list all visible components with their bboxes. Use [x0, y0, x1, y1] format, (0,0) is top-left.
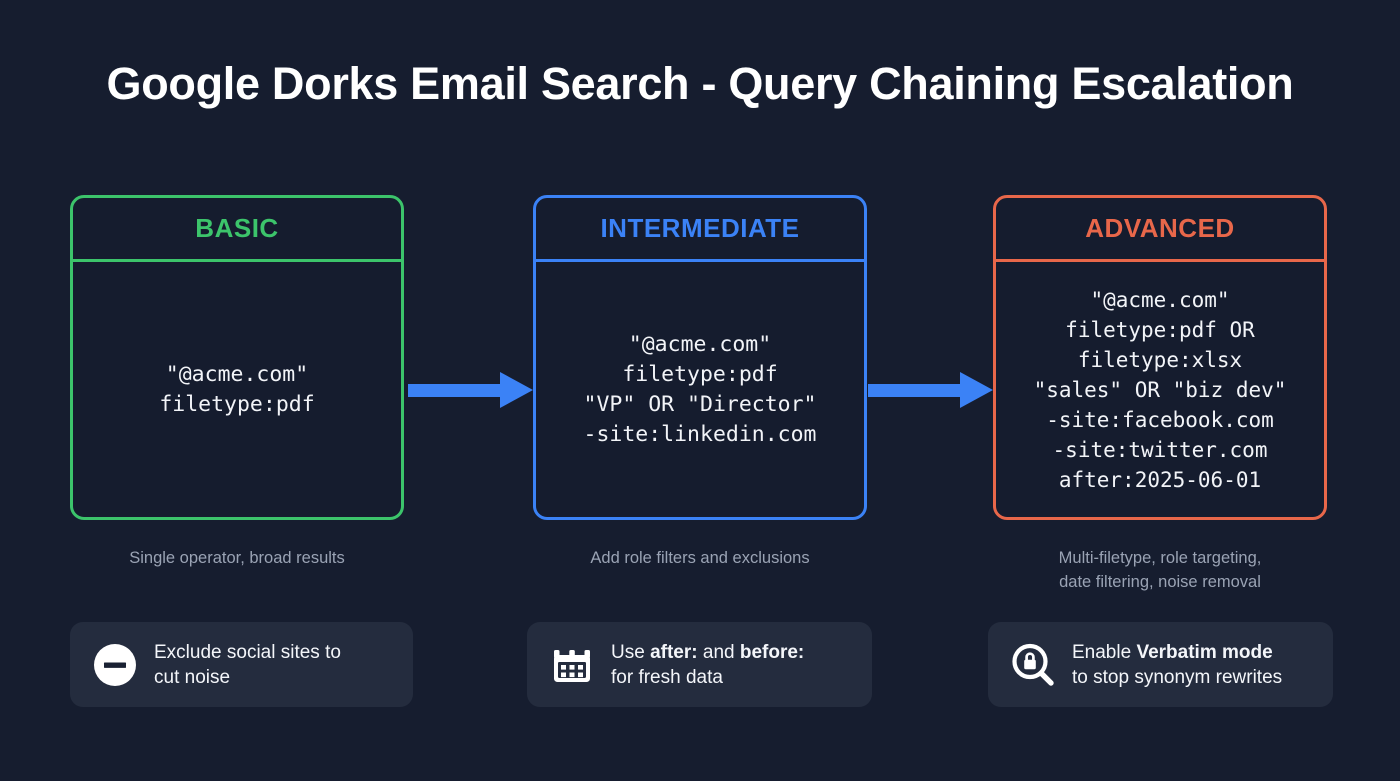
query-text-intermediate: "@acme.com" filetype:pdf "VP" OR "Direct… [583, 331, 817, 447]
stage-label-basic: BASIC [195, 213, 279, 243]
arrow-intermediate-to-advanced [868, 372, 993, 408]
stage-card-intermediate: INTERMEDIATE "@acme.com" filetype:pdf "V… [533, 195, 867, 520]
stage-card-advanced: ADVANCED "@acme.com" filetype:pdf OR fil… [993, 195, 1327, 520]
stage-header-advanced: ADVANCED [996, 198, 1324, 262]
arrow-head-icon [960, 372, 993, 408]
arrow-head-icon [500, 372, 533, 408]
caption-intermediate: Add role filters and exclusions [590, 549, 810, 567]
caption-advanced: Multi-filetype, role targeting, date fil… [1058, 549, 1262, 591]
stage-body-advanced: "@acme.com" filetype:pdf OR filetype:xls… [996, 262, 1324, 517]
tip-text-date-operators: Use after: and before:for fresh data [611, 641, 805, 688]
stage-body-intermediate: "@acme.com" filetype:pdf "VP" OR "Direct… [536, 262, 864, 517]
query-text-advanced: "@acme.com" filetype:pdf OR filetype:xls… [1033, 287, 1287, 492]
search-lock-icon [1010, 642, 1056, 688]
caption-basic: Single operator, broad results [129, 549, 345, 567]
stage-label-advanced: ADVANCED [1085, 213, 1235, 243]
minus-circle-icon [92, 642, 138, 688]
stage-body-basic: "@acme.com" filetype:pdf [73, 262, 401, 517]
stage-card-basic: BASIC "@acme.com" filetype:pdf [70, 195, 404, 520]
arrow-shaft [868, 384, 960, 397]
tip-card-date-operators: Use after: and before:for fresh data [527, 622, 872, 707]
stage-label-intermediate: INTERMEDIATE [600, 213, 800, 243]
stage-header-basic: BASIC [73, 198, 401, 262]
page-title: Google Dorks Email Search - Query Chaini… [106, 58, 1294, 109]
arrow-basic-to-intermediate [408, 372, 533, 408]
calendar-icon [549, 642, 595, 688]
query-text-basic: "@acme.com" filetype:pdf [159, 361, 315, 417]
arrow-shaft [408, 384, 500, 397]
stage-header-intermediate: INTERMEDIATE [536, 198, 864, 262]
